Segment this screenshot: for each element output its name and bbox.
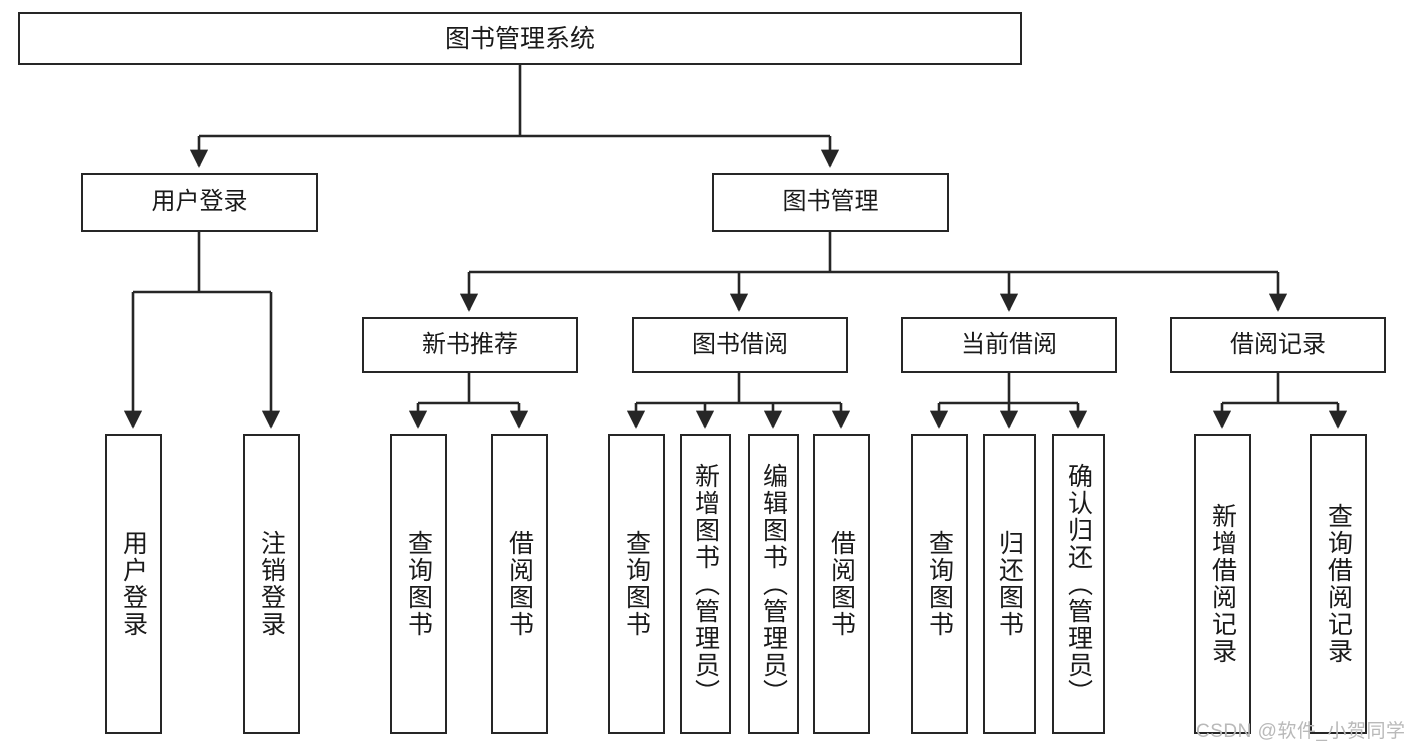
leaf-user-login-1-label: 用户登录: [119, 530, 148, 638]
leaf-book-borrow-1-label: 查询图书: [622, 530, 651, 638]
leaf-current-borrow-2-label: 归还图书: [995, 530, 1024, 638]
leaf-new-book-1[interactable]: 查询图书: [390, 434, 447, 734]
node-new-book-recommend[interactable]: 新书推荐: [362, 317, 578, 373]
node-book-management-label: 图书管理: [782, 188, 879, 216]
leaf-new-book-2-label: 借阅图书: [505, 530, 534, 638]
node-book-management[interactable]: 图书管理: [712, 173, 949, 232]
leaf-book-borrow-4[interactable]: 借阅图书: [813, 434, 870, 734]
leaf-current-borrow-2[interactable]: 归还图书: [983, 434, 1036, 734]
node-user-login[interactable]: 用户登录: [81, 173, 318, 232]
leaf-borrow-record-2-label: 查询借阅记录: [1324, 503, 1353, 665]
node-user-login-label: 用户登录: [151, 188, 248, 216]
leaf-book-borrow-2[interactable]: 新增图书（管理员）: [680, 434, 731, 734]
leaf-book-borrow-3[interactable]: 编辑图书（管理员）: [748, 434, 799, 734]
leaf-current-borrow-3[interactable]: 确认归还（管理员）: [1052, 434, 1105, 734]
leaf-book-borrow-4-label: 借阅图书: [827, 530, 856, 638]
leaf-book-borrow-1[interactable]: 查询图书: [608, 434, 665, 734]
node-root-book-management-system[interactable]: 图书管理系统: [18, 12, 1022, 65]
node-borrow-record[interactable]: 借阅记录: [1170, 317, 1386, 373]
node-borrow-record-label: 借阅记录: [1230, 330, 1326, 358]
csdn-watermark: CSDN @软件_小贺同学: [1196, 721, 1405, 742]
node-book-borrow-label: 图书借阅: [692, 330, 788, 358]
leaf-new-book-2[interactable]: 借阅图书: [491, 434, 548, 734]
leaf-borrow-record-1[interactable]: 新增借阅记录: [1194, 434, 1251, 734]
leaf-current-borrow-1-label: 查询图书: [925, 530, 954, 638]
leaf-user-login-2[interactable]: 注销登录: [243, 434, 300, 734]
node-book-borrow[interactable]: 图书借阅: [632, 317, 848, 373]
leaf-new-book-1-label: 查询图书: [404, 530, 433, 638]
leaf-current-borrow-1[interactable]: 查询图书: [911, 434, 968, 734]
leaf-user-login-2-label: 注销登录: [257, 530, 286, 638]
leaf-book-borrow-2-label: 新增图书（管理员）: [691, 462, 720, 706]
node-new-book-recommend-label: 新书推荐: [422, 330, 518, 358]
leaf-borrow-record-1-label: 新增借阅记录: [1208, 503, 1237, 665]
node-root-label: 图书管理系统: [444, 24, 595, 53]
node-current-borrow-label: 当前借阅: [961, 330, 1057, 358]
leaf-borrow-record-2[interactable]: 查询借阅记录: [1310, 434, 1367, 734]
leaf-user-login-1[interactable]: 用户登录: [105, 434, 162, 734]
node-current-borrow[interactable]: 当前借阅: [901, 317, 1117, 373]
leaf-current-borrow-3-label: 确认归还（管理员）: [1064, 462, 1093, 706]
leaf-book-borrow-3-label: 编辑图书（管理员）: [759, 462, 788, 706]
